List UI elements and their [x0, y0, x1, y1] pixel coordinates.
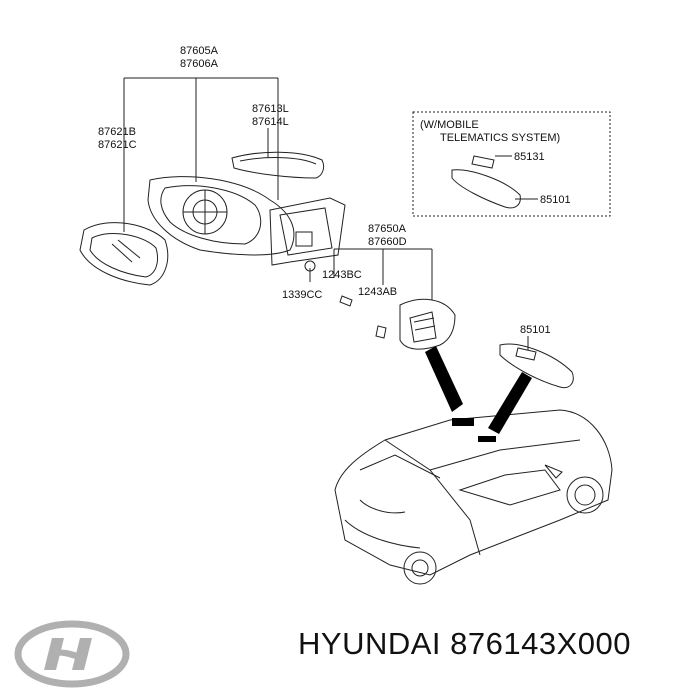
brand-name: HYUNDAI	[298, 626, 442, 661]
label-bracket-cover-2: 87660D	[368, 236, 407, 248]
label-screw-a: 1243BC	[322, 269, 362, 281]
label-mirror-assembly-1: 87605A	[180, 45, 219, 57]
label-mirror-assembly-2: 87606A	[180, 58, 219, 70]
label-screw-b: 1243AB	[358, 286, 397, 298]
label-scalp-cover-2: 87614L	[252, 116, 289, 128]
part-number: 876143X000	[450, 626, 631, 661]
label-telematics-note-1: (W/MOBILE	[420, 119, 479, 131]
label-telematics-note-2: TELEMATICS SYSTEM)	[440, 132, 560, 144]
label-mirror-glass-1: 87621B	[98, 126, 136, 138]
hyundai-logo-icon	[14, 620, 130, 688]
label-mirror-glass-2: 87621C	[98, 139, 137, 151]
label-telematics-part-b: 85101	[540, 194, 571, 206]
label-telematics-part-a: 85131	[514, 151, 545, 163]
parts-diagram: 87605A 87606A 87621B 87621C 87613L 87614…	[79, 45, 613, 585]
footer-caption: HYUNDAI 876143X000	[298, 626, 631, 662]
label-scalp-cover-1: 87613L	[252, 103, 289, 115]
label-room-mirror: 85101	[520, 324, 551, 336]
label-screw-c: 1339CC	[282, 289, 322, 301]
label-bracket-cover-1: 87650A	[368, 223, 407, 235]
